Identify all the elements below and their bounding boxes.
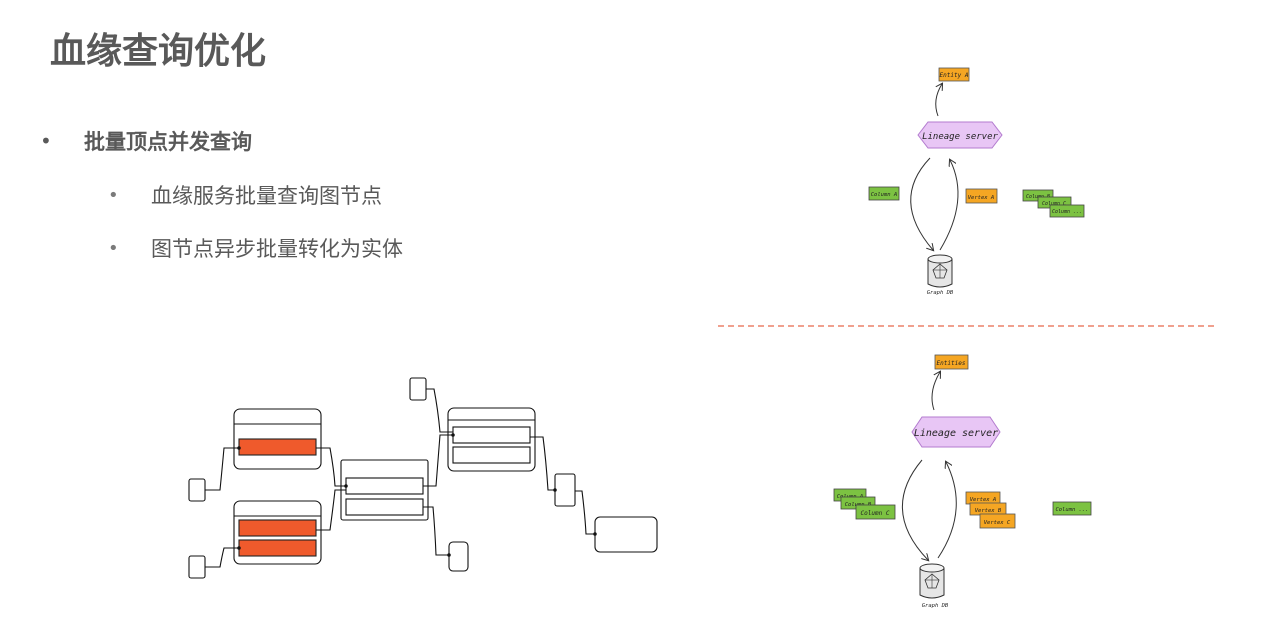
- bullet-text-batch-concurrent: 批量顶点并发查询: [84, 130, 252, 154]
- column-label: Column ...: [1055, 507, 1088, 513]
- entities-box: [934, 354, 969, 370]
- output-row: [452, 426, 531, 444]
- input-node-top: [188, 478, 206, 502]
- graph-db-icon: [927, 254, 953, 288]
- stack-column-label: Column C: [1042, 201, 1066, 207]
- vertex-label: Vertex A: [968, 195, 995, 201]
- server-label: Lineage server: [922, 132, 998, 142]
- orange-batch-bar: [238, 539, 317, 557]
- entity-box: [938, 67, 970, 82]
- batch-group-top: [233, 408, 322, 470]
- vertex-label: Vertex C: [984, 520, 1011, 526]
- bullet-level2-first: • 血缘服务批量查询图节点: [108, 180, 382, 210]
- graph-db-icon: [919, 563, 945, 599]
- merge-row: [345, 498, 424, 516]
- lineage-diagram-single: Entity A Lineage server Column A Vertex …: [868, 67, 1085, 296]
- bullet-dot: •: [40, 129, 52, 153]
- bullet-dot: •: [108, 237, 119, 259]
- vertex-label: Vertex A: [970, 497, 997, 503]
- input-node-upper: [409, 377, 427, 401]
- column-label: Column A: [871, 192, 898, 198]
- input-node-bottom: [188, 555, 206, 579]
- entity-label: Entity A: [940, 72, 969, 79]
- slide-title: 血缘查询优化: [50, 31, 267, 72]
- batch-group-bottom: [233, 500, 322, 565]
- final-node: [594, 516, 658, 553]
- orange-batch-bar: [238, 519, 317, 537]
- bullet-dot: •: [108, 184, 119, 206]
- bullet-text-async-convert: 图节点异步批量转化为实体: [151, 237, 403, 261]
- small-node: [554, 473, 576, 507]
- output-group: [447, 407, 536, 472]
- vertex-box: [965, 188, 998, 204]
- db-label: Graph DB: [927, 290, 954, 296]
- small-node: [448, 541, 469, 572]
- pipeline-diagram: [188, 377, 658, 579]
- stack-column-label: Column ...: [1052, 209, 1082, 215]
- bullet-level2-second: • 图节点异步批量转化为实体: [108, 233, 403, 263]
- lineage-server-node: [911, 416, 1001, 448]
- merge-box: [340, 459, 429, 521]
- column-label: Column C: [861, 510, 890, 517]
- db-label: Graph DB: [922, 603, 949, 609]
- orange-batch-bar: [238, 438, 317, 456]
- merge-row: [345, 477, 424, 495]
- bullet-level1: • 批量顶点并发查询: [40, 126, 252, 156]
- entities-label: Entities: [937, 360, 966, 367]
- bullet-text-batch-query: 血缘服务批量查询图节点: [151, 184, 382, 208]
- lineage-diagram-batch: Entities Lineage server Column A Column …: [833, 354, 1092, 609]
- output-row: [452, 446, 531, 464]
- column-box: [868, 186, 900, 201]
- lineage-server-node: [917, 121, 1003, 149]
- vertex-label: Vertex B: [975, 508, 1002, 514]
- server-label: Lineage server: [914, 428, 998, 439]
